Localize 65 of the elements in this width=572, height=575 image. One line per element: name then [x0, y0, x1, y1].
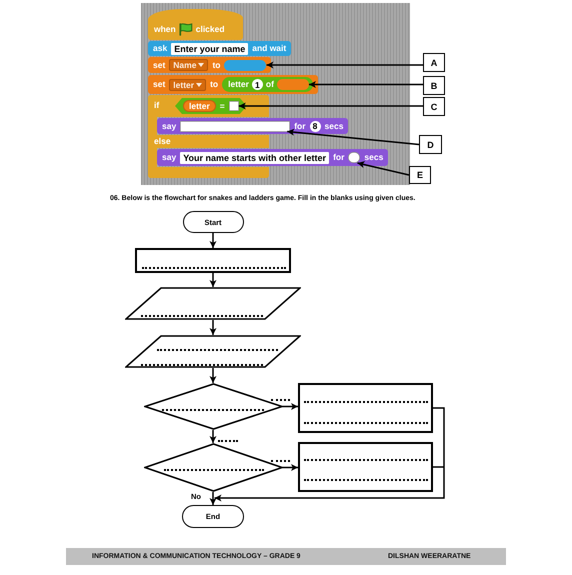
say-block [157, 149, 388, 166]
arrow [282, 403, 298, 410]
arrow [210, 233, 216, 248]
arrow [282, 464, 298, 471]
arrow [210, 430, 216, 443]
leader-line [308, 81, 423, 88]
number-input: 1 [252, 79, 263, 90]
block-label: set [153, 80, 166, 89]
text-input: Your name starts with other letter [180, 152, 330, 164]
hat-block [148, 9, 243, 40]
input-output-parallelogram [125, 287, 301, 320]
block-label: to [212, 60, 220, 70]
input-slot [348, 152, 360, 163]
process-box [298, 383, 433, 433]
block-label: to [210, 80, 218, 89]
block-label: clicked [196, 24, 225, 34]
input-output-parallelogram [125, 335, 301, 368]
decision-diamond [144, 383, 282, 430]
block-label: for [333, 153, 344, 162]
arrow [210, 273, 216, 287]
arrow [210, 492, 216, 505]
callout-box: A [423, 53, 445, 72]
block-label: set [153, 60, 166, 70]
connector-line [433, 407, 445, 467]
variable-dropdown: letter [169, 78, 206, 90]
decision-diamond [144, 443, 282, 492]
callout-box: E [409, 166, 431, 184]
callout-box: D [419, 135, 442, 154]
ask-block [148, 41, 292, 56]
block-label: when [154, 24, 176, 34]
input-slot [276, 79, 309, 90]
text-input: Enter your name [171, 42, 248, 54]
block-label: of [266, 80, 274, 89]
callout-box: C [423, 97, 445, 116]
block-label: for [294, 122, 306, 130]
process-box [135, 248, 291, 273]
say-block [157, 118, 348, 134]
number-input: 8 [310, 120, 321, 132]
block-label: say [162, 153, 176, 162]
arrow [210, 320, 216, 335]
block-label: if [154, 101, 160, 110]
block-label: ask [153, 44, 168, 53]
leader-line [287, 128, 420, 146]
block-label: letter [228, 80, 249, 89]
block-label: else [154, 137, 171, 146]
arrow [210, 368, 216, 383]
variable-reporter: letter [183, 100, 216, 112]
input-slot [228, 101, 239, 111]
set-variable-block [148, 75, 318, 94]
callout-box: B [423, 76, 445, 95]
leader-line [357, 161, 410, 176]
variable-dropdown: Name [169, 59, 208, 71]
footer-band [66, 548, 506, 565]
block-label: = [220, 102, 225, 110]
process-box [298, 442, 433, 492]
block-label: and wait [252, 44, 286, 53]
block-label: say [162, 122, 176, 130]
letter-of-reporter [222, 77, 313, 92]
set-variable-block [148, 57, 272, 73]
leader-line [266, 62, 423, 68]
leader-line [238, 102, 423, 110]
input-slot [224, 60, 266, 70]
block-label: secs [324, 122, 344, 130]
input-slot [180, 120, 290, 132]
block-label: secs [364, 153, 384, 162]
